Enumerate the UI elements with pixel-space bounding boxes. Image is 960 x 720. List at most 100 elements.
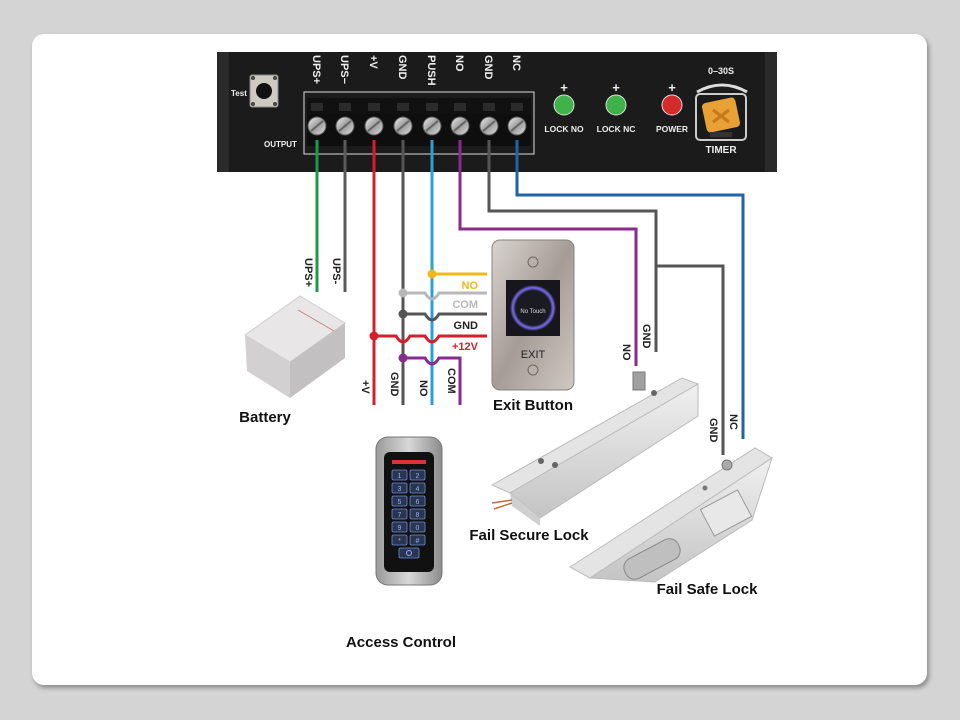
terminal-slot: [311, 103, 323, 111]
terminal-slot: [426, 103, 438, 111]
terminal-label: UPS+: [310, 55, 322, 84]
wire-exit-12v: [374, 334, 487, 344]
fail-secure-wire-label: GND: [640, 324, 652, 349]
wire-junction-dot: [398, 288, 408, 298]
terminal-label: UPS−: [338, 55, 350, 84]
keypad-key[interactable]: [409, 521, 426, 533]
keypad-key-label: 1: [398, 473, 402, 480]
timer-label: TIMER: [705, 145, 737, 156]
terminal-slot: [511, 103, 523, 111]
keypad-key-label: 4: [416, 486, 420, 493]
fail-secure-wire-label: NO: [620, 344, 632, 361]
screw-slot: [453, 120, 467, 132]
terminal-label: GND: [396, 55, 408, 80]
exit-text: EXIT: [521, 349, 546, 361]
keypad-key[interactable]: [391, 495, 408, 507]
exit-wire-label: COM: [452, 299, 478, 311]
terminal-label: +V: [367, 55, 379, 69]
battery-wire-label: UPS+: [302, 258, 314, 287]
fail-safe-lock-device: [569, 447, 773, 583]
keypad-key[interactable]: [409, 482, 426, 494]
keypad-key-label: 9: [398, 525, 402, 532]
keypad-key-label: 2: [416, 473, 420, 480]
keypad-key[interactable]: [409, 469, 426, 481]
access-wire-label: GND: [388, 372, 400, 397]
keypad-key[interactable]: [391, 469, 408, 481]
screw-slot: [338, 120, 352, 132]
keypad-key[interactable]: [409, 495, 426, 507]
keypad-key[interactable]: [391, 534, 408, 546]
keypad-key-label: *: [398, 538, 401, 545]
screw-slot: [367, 120, 381, 132]
wire-access-com: [403, 356, 462, 405]
terminal-block-outline: [303, 91, 535, 155]
exit-wire-label: GND: [454, 320, 479, 332]
wire-nc: [515, 140, 745, 439]
wire-junction-dot: [427, 269, 437, 279]
access-wire-label: COM: [445, 368, 457, 394]
fail-secure-lock-device: [490, 371, 700, 526]
keypad-key[interactable]: [391, 508, 408, 520]
wire-junction-dot: [398, 309, 408, 319]
terminal-label: NC: [510, 55, 522, 71]
access-control-label: Access Control: [346, 634, 456, 651]
timer-potentiometer[interactable]: [695, 83, 748, 141]
keypad-bell-key[interactable]: [398, 547, 420, 559]
exit-wire-label: NO: [462, 280, 479, 292]
terminal-slot: [339, 103, 351, 111]
wire-gnd-2: [487, 140, 658, 352]
keypad-key-label: 3: [398, 486, 402, 493]
access-control-keypad[interactable]: 1 2 3 4 5 6 7 8 9 0 * #: [375, 436, 443, 586]
screw-slot: [425, 120, 439, 132]
keypad-key-label: 6: [416, 499, 420, 506]
access-wire-label: +V: [359, 380, 371, 394]
fail-safe-wire-label: GND: [707, 418, 719, 443]
exit-sensor-text: No Touch: [520, 309, 545, 315]
fail-safe-lock-label: Fail Safe Lock: [657, 581, 759, 598]
timer-range: 0–30S: [708, 66, 734, 76]
led-lock-no: [553, 94, 575, 116]
keypad-key[interactable]: [391, 482, 408, 494]
screw-slot: [482, 120, 496, 132]
access-wire-label: NO: [417, 380, 429, 397]
test-button[interactable]: [249, 74, 279, 108]
terminal-label: NO: [453, 55, 465, 72]
keypad-key-label: 7: [398, 512, 402, 519]
terminal-label: PUSH: [425, 55, 437, 86]
wire-gnd-fail-safe: [656, 264, 725, 455]
keypad-key-label: #: [416, 538, 420, 545]
wire-exit-gnd: [403, 312, 487, 322]
keypad-key[interactable]: [409, 534, 426, 546]
output-label: OUTPUT: [264, 140, 297, 149]
keypad-key-label: 5: [398, 499, 402, 506]
terminal-slot: [368, 103, 380, 111]
screw-slot: [510, 120, 524, 132]
battery-label: Battery: [239, 409, 291, 426]
wire-no: [458, 140, 638, 366]
bell-icon: [406, 550, 412, 556]
fail-safe-wire-label: NC: [727, 414, 739, 430]
keypad-key[interactable]: [409, 508, 426, 520]
wire-exit-com: [403, 291, 487, 301]
terminal-slot: [483, 103, 495, 111]
led-plus-sign: +: [668, 80, 676, 95]
led-lock-nc: [605, 94, 627, 116]
terminal-slot: [454, 103, 466, 111]
led-label: POWER: [656, 124, 688, 134]
wires: [315, 140, 745, 455]
battery-device: [244, 295, 346, 398]
exit-button-device[interactable]: No Touch EXIT: [491, 239, 575, 391]
led-power: [661, 94, 683, 116]
keypad-key[interactable]: [391, 521, 408, 533]
keypad-key-label: 0: [416, 525, 420, 532]
led-plus-sign: +: [612, 80, 620, 95]
screw-slot: [396, 120, 410, 132]
wire-junction-dot: [369, 331, 379, 341]
battery-wire-label: UPS-: [330, 258, 342, 285]
exit-wire-label: +12V: [452, 341, 479, 353]
led-label: LOCK NC: [597, 124, 636, 134]
keypad-key-label: 8: [416, 512, 420, 519]
terminal-slot: [397, 103, 409, 111]
